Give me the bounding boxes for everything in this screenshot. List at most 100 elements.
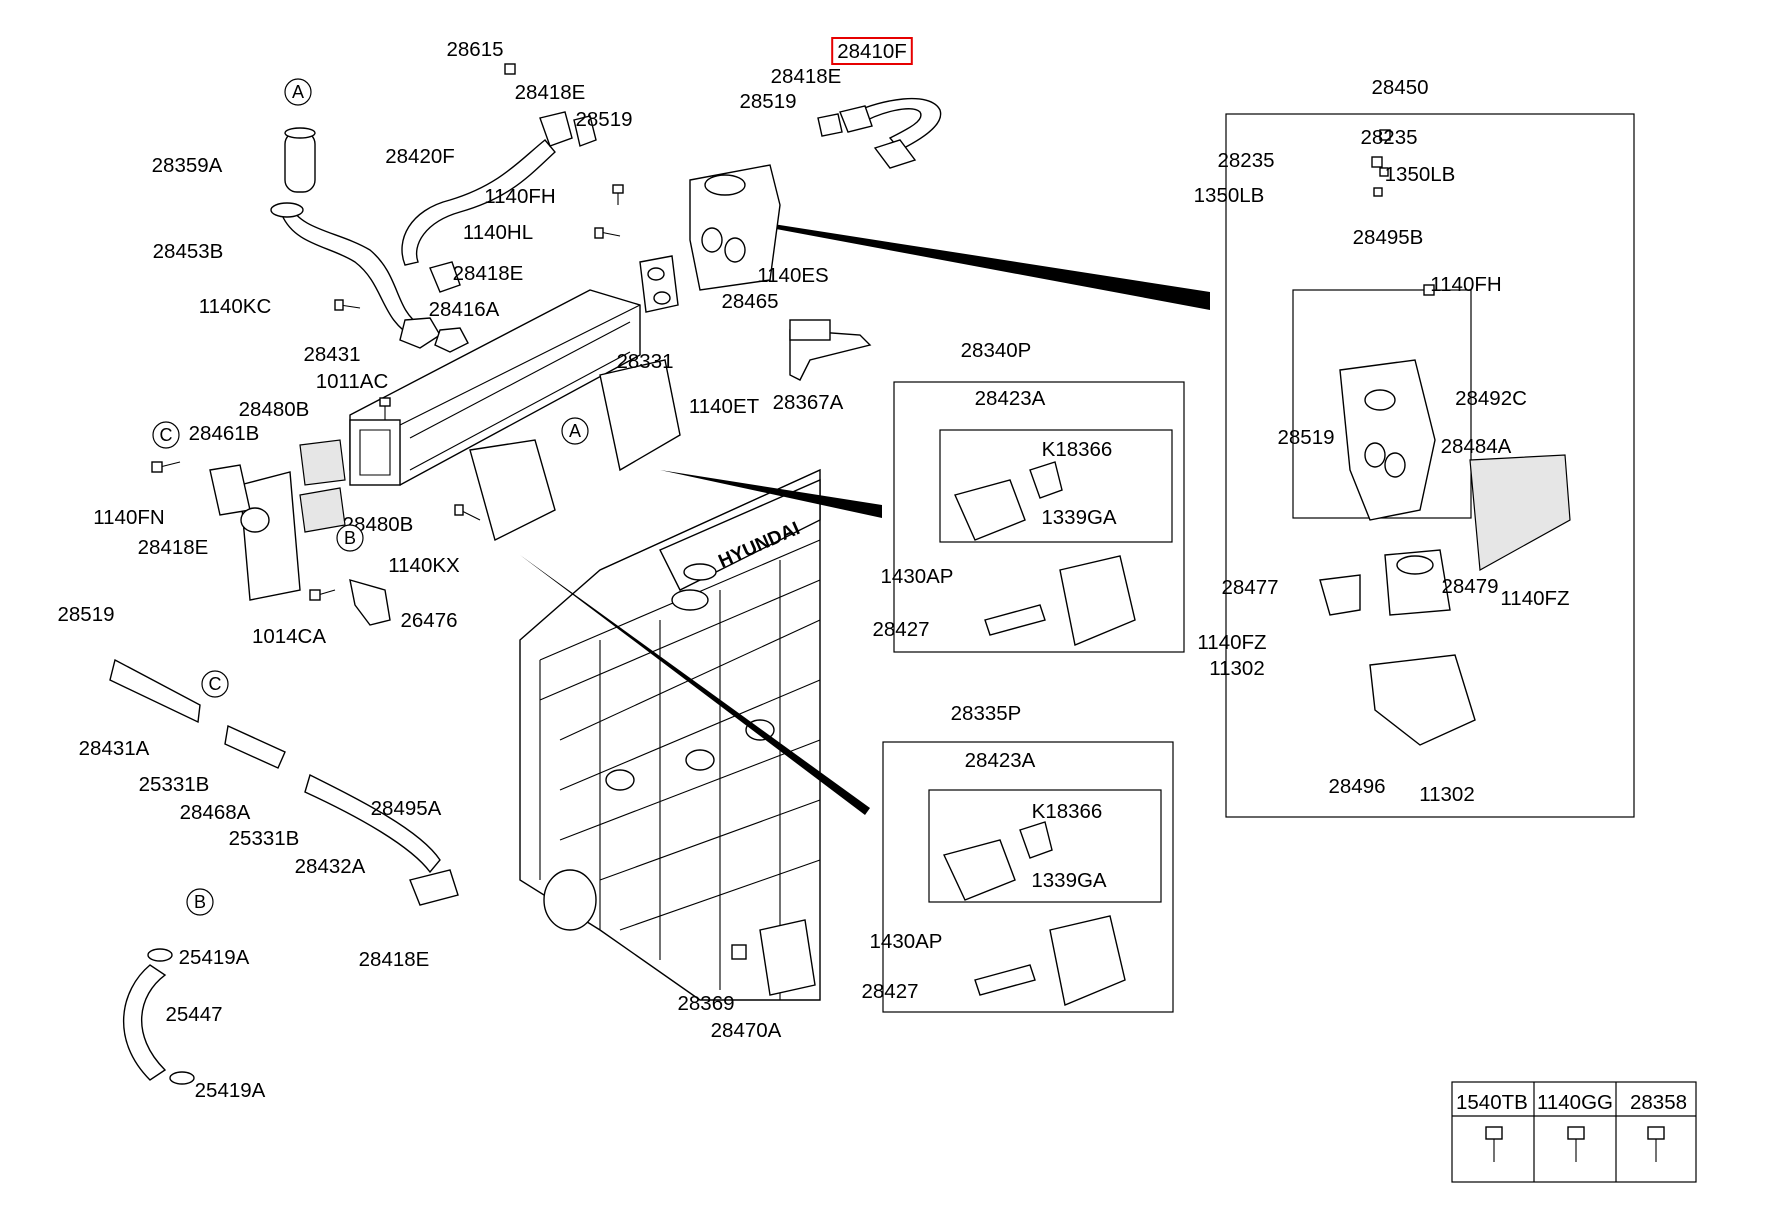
part-label-1140fh: 1140FH: [1430, 273, 1501, 296]
part-label-1140hl: 1140HL: [463, 221, 533, 244]
part-label-28615: 28615: [446, 38, 503, 61]
bolt-icon: [1485, 1126, 1503, 1162]
part-label-28331: 28331: [616, 350, 673, 373]
part-label-28495a: 28495A: [371, 797, 442, 820]
part-label-k18366: K18366: [1032, 800, 1103, 823]
part-label-28453b: 28453B: [153, 240, 224, 263]
part-label-28418e: 28418E: [771, 65, 842, 88]
engine-block: HYUNDAI: [519, 468, 821, 1001]
ref-marker-b: B: [186, 888, 214, 916]
part-label-1140kx: 1140KX: [388, 554, 460, 577]
box-28340P: [893, 381, 1185, 653]
legend-header-3: 28358: [1630, 1091, 1687, 1114]
ref-marker-c: C: [152, 421, 180, 449]
part-label-28479: 28479: [1441, 575, 1498, 598]
box-28335P: [882, 741, 1174, 1013]
part-label-28492c: 28492C: [1455, 387, 1527, 410]
part-label-1140fz: 1140FZ: [1197, 631, 1266, 654]
part-label-1140kc: 1140KC: [199, 295, 272, 318]
part-label-1339ga: 1339GA: [1041, 506, 1117, 529]
part-label-1140fh: 1140FH: [484, 185, 555, 208]
water-pipes: [109, 658, 816, 1085]
part-label-28519: 28519: [57, 603, 114, 626]
part-label-28235: 28235: [1217, 149, 1274, 172]
part-label-28416a: 28416A: [429, 298, 500, 321]
part-label-28423a: 28423A: [965, 749, 1036, 772]
part-label-25331b: 25331B: [229, 827, 300, 850]
ref-marker-a: A: [284, 78, 312, 106]
egr-cooler-assembly: [151, 111, 679, 626]
part-label-k18366: K18366: [1042, 438, 1113, 461]
part-label-28427: 28427: [872, 618, 929, 641]
part-label-28450: 28450: [1371, 76, 1428, 99]
ref-marker-c: C: [201, 670, 229, 698]
part-label-1014ca: 1014CA: [252, 625, 326, 648]
part-label-28465: 28465: [721, 290, 778, 313]
part-label-28495b: 28495B: [1353, 226, 1424, 249]
part-label-28480b: 28480B: [239, 398, 310, 421]
part-label-28418e: 28418E: [515, 81, 586, 104]
ref-marker-text: B: [194, 892, 206, 912]
part-label-28519: 28519: [1277, 426, 1334, 449]
part-label-28519: 28519: [739, 90, 796, 113]
bolt-icon: [1567, 1126, 1585, 1162]
ref-marker-a: A: [561, 417, 589, 445]
part-label-26476: 26476: [400, 609, 457, 632]
part-label-28519: 28519: [575, 108, 632, 131]
part-label-28418e: 28418E: [359, 948, 430, 971]
part-label-11302: 11302: [1419, 783, 1474, 806]
part-label-25419a: 25419A: [179, 946, 250, 969]
part-label-1350lb: 1350LB: [1194, 184, 1265, 207]
part-label-28431a: 28431A: [79, 737, 150, 760]
leader-wedges: [520, 222, 1210, 815]
part-label-1011ac: 1011AC: [316, 370, 389, 393]
part-label-1140et: 1140ET: [689, 395, 760, 418]
part-label-28477: 28477: [1221, 576, 1278, 599]
ref-marker-text: A: [292, 82, 304, 102]
part-label-25419a: 25419A: [195, 1079, 266, 1102]
part-label-28367a: 28367A: [773, 391, 844, 414]
part-label-28431: 28431: [303, 343, 360, 366]
part-label-28369: 28369: [677, 992, 734, 1015]
part-label-28335p: 28335P: [951, 702, 1022, 725]
part-label-28410f: 28410F: [837, 40, 907, 63]
part-label-1430ap: 1430AP: [870, 930, 943, 953]
part-label-1140fn: 1140FN: [93, 506, 164, 529]
part-label-28235: 28235: [1360, 126, 1417, 149]
part-label-28461b: 28461B: [189, 422, 260, 445]
ref-marker-text: A: [569, 421, 581, 441]
legend-header-2: 1140GG: [1537, 1091, 1613, 1114]
part-label-1140fz: 1140FZ: [1500, 587, 1569, 610]
part-label-28359a: 28359A: [152, 154, 223, 177]
part-label-28418e: 28418E: [453, 262, 524, 285]
ref-marker-text: B: [344, 528, 356, 548]
bolt-icon: [1647, 1126, 1665, 1162]
fastener-legend: 1540TB 1140GG 28358: [1451, 1081, 1697, 1183]
ref-marker-b: B: [336, 524, 364, 552]
part-label-28340p: 28340P: [961, 339, 1032, 362]
part-label-28484a: 28484A: [1441, 435, 1512, 458]
legend-header-1: 1540TB: [1456, 1091, 1528, 1114]
part-label-28432a: 28432A: [295, 855, 366, 878]
part-label-11302: 11302: [1209, 657, 1264, 680]
part-label-28468a: 28468A: [180, 801, 251, 824]
part-label-1339ga: 1339GA: [1031, 869, 1107, 892]
part-label-28470a: 28470A: [711, 1019, 782, 1042]
part-label-28427: 28427: [861, 980, 918, 1003]
highlight-box: [831, 37, 913, 65]
part-label-28423a: 28423A: [975, 387, 1046, 410]
egr-valve-center: [469, 63, 942, 542]
box-28450: [1225, 113, 1635, 818]
part-label-1430ap: 1430AP: [881, 565, 954, 588]
ref-marker-text: C: [160, 425, 173, 445]
part-label-25331b: 25331B: [139, 773, 210, 796]
part-label-28496: 28496: [1328, 775, 1385, 798]
part-label-28418e: 28418E: [138, 536, 209, 559]
ref-marker-text: C: [209, 674, 222, 694]
part-label-1350lb: 1350LB: [1385, 163, 1456, 186]
part-label-25447: 25447: [165, 1003, 222, 1026]
part-label-1140es: 1140ES: [757, 264, 828, 287]
reference-markers: A A B B C C: [152, 78, 589, 916]
